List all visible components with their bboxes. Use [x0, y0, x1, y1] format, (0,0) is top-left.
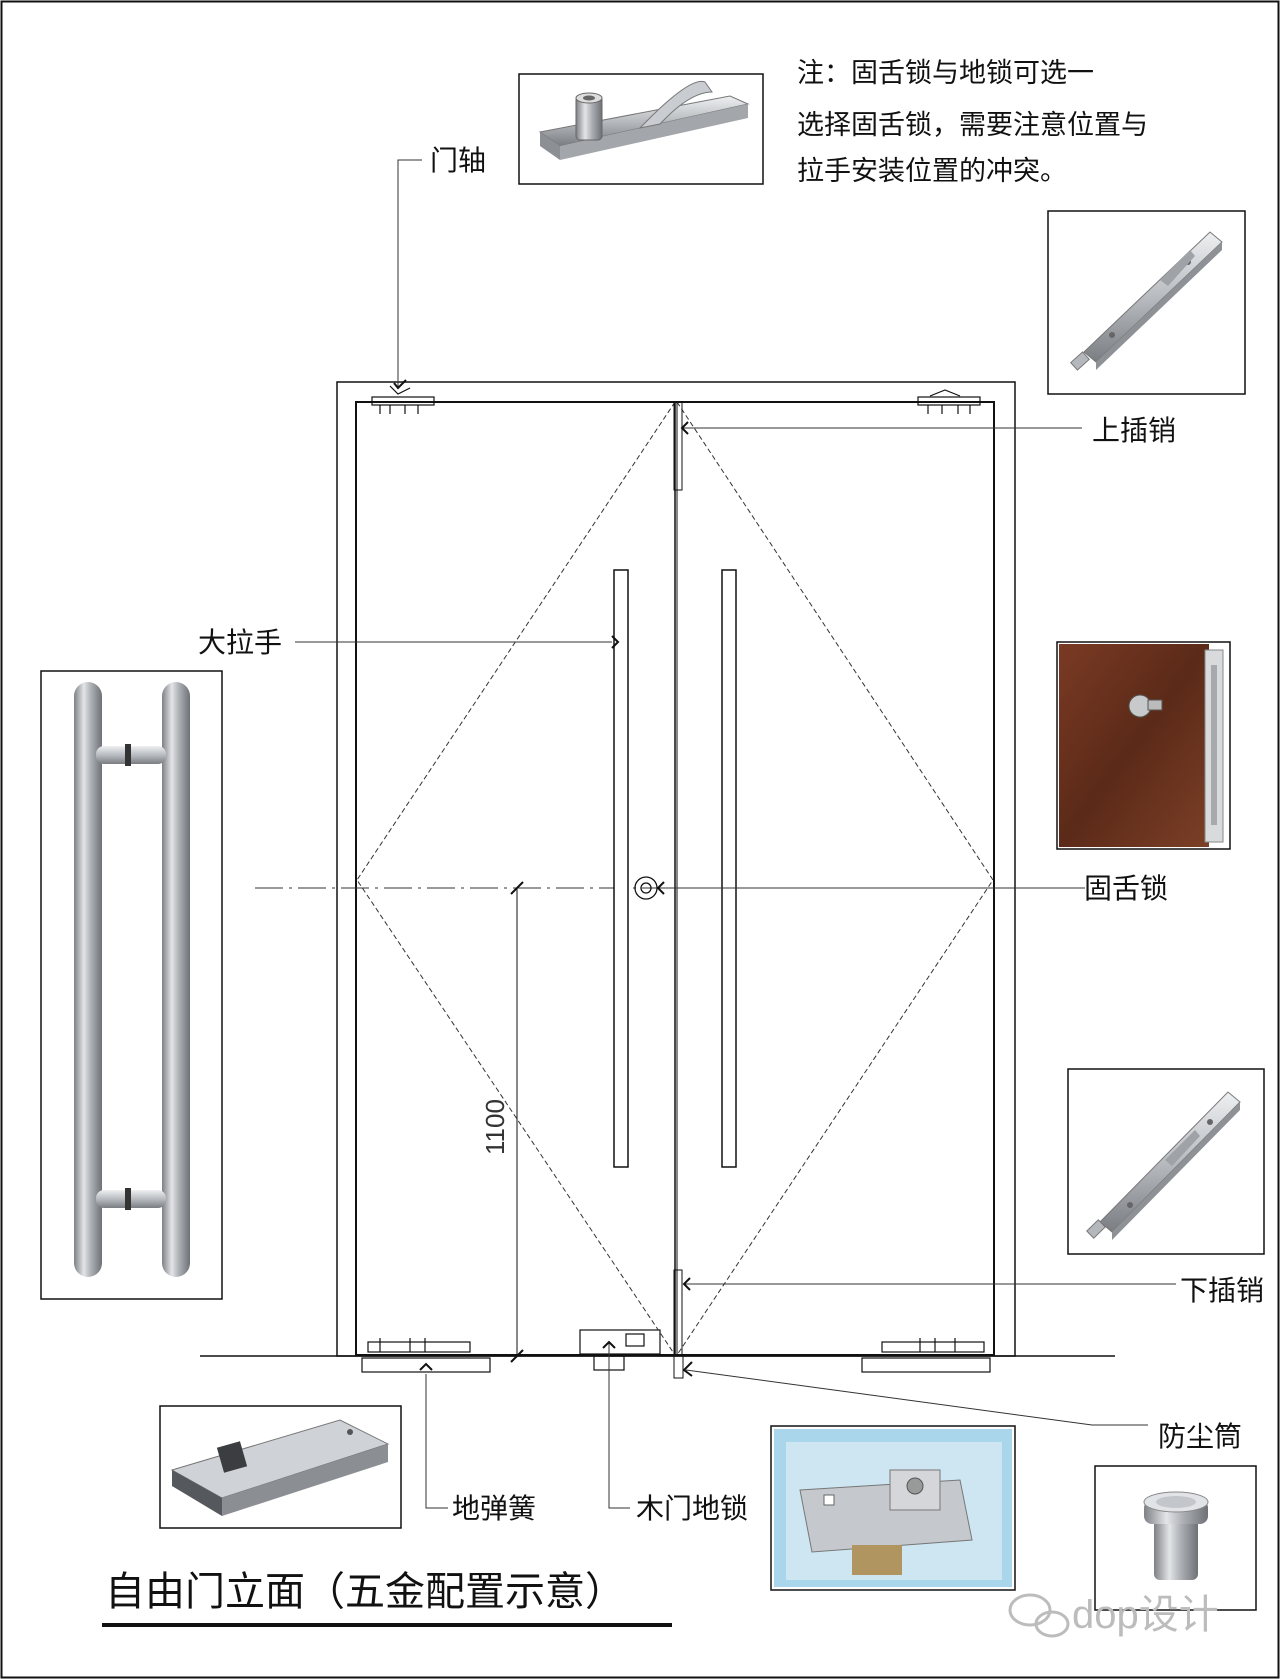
dimension-value: 1100	[480, 1099, 510, 1155]
wechat-icon	[1008, 1593, 1070, 1638]
watermark-text: dop设计	[1072, 1593, 1219, 1637]
pull-handle-left	[613, 569, 629, 1168]
label-bottom-bolt: 下插销	[1180, 1274, 1264, 1307]
swing-indicator-lines	[356, 401, 994, 1356]
pivot-photo	[518, 73, 764, 185]
floor-spring-right	[861, 1338, 991, 1373]
top-pivot-right	[917, 389, 981, 414]
top-bolt-photo	[1047, 210, 1246, 395]
floor-lock-symbol	[579, 1329, 661, 1371]
note-line-2: 选择固舌锁，需要注意位置与	[797, 110, 1148, 141]
dust-socket-symbol	[673, 1355, 684, 1379]
door-frame	[336, 381, 1016, 1357]
floor-spring-photo	[159, 1405, 402, 1529]
drawing-title: 自由门立面（五金配置示意）	[105, 1569, 625, 1615]
label-floor-spring: 地弹簧	[452, 1492, 536, 1525]
bottom-bolt-mark	[673, 1269, 683, 1356]
label-top-bolt: 上插销	[1092, 414, 1176, 447]
label-pull-handle: 大拉手	[198, 626, 282, 659]
floor-lock-photo	[770, 1425, 1016, 1591]
label-pivot: 门轴	[430, 144, 486, 177]
top-bolt-mark	[673, 401, 683, 491]
height-dimension: 1100	[480, 881, 524, 1363]
pull-handle-photo	[40, 670, 223, 1300]
arrowheads	[393, 379, 693, 1377]
label-floor-lock: 木门地锁	[636, 1492, 748, 1525]
label-deadbolt: 固舌锁	[1084, 872, 1168, 905]
deadbolt-photo	[1056, 641, 1231, 850]
watermark: dop设计	[1008, 1593, 1219, 1638]
note-line-3: 拉手安装位置的冲突。	[797, 156, 1067, 187]
label-dust-socket: 防尘筒	[1158, 1420, 1242, 1453]
leader-lines	[295, 159, 1176, 1509]
top-pivot-left	[371, 385, 435, 414]
bottom-bolt-photo	[1067, 1068, 1265, 1255]
pull-handle-right	[721, 569, 737, 1168]
dust-socket-photo	[1094, 1465, 1257, 1611]
note-line-1: 注：固舌锁与地锁可选一	[797, 58, 1094, 89]
